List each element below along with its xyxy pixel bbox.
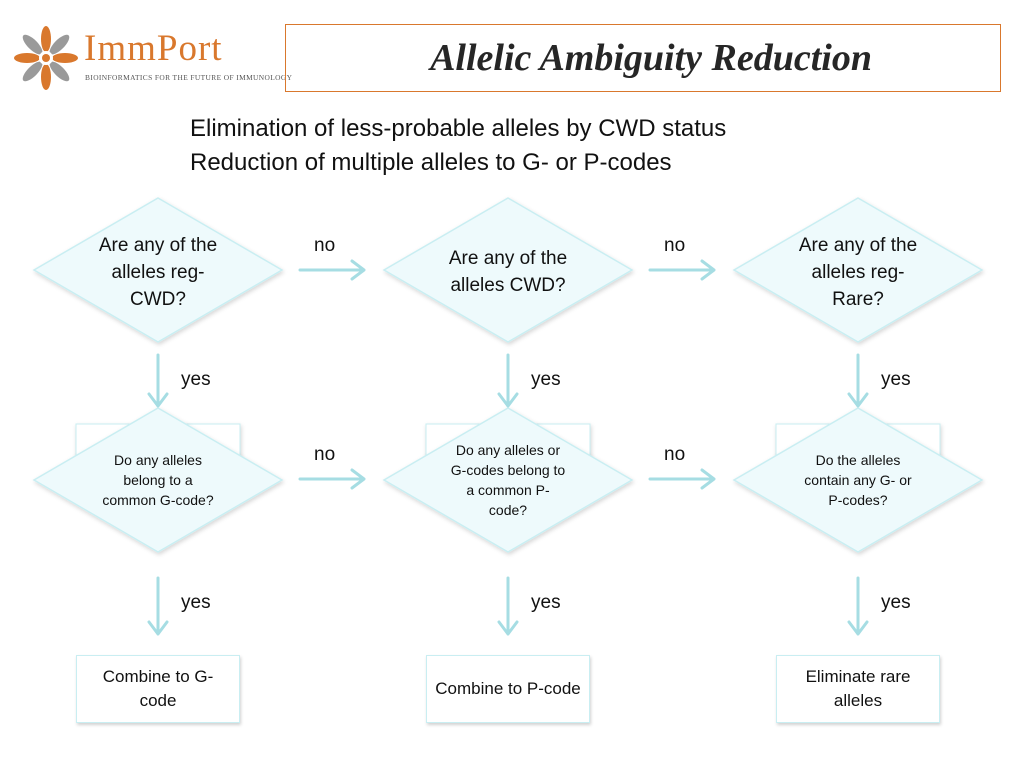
question-reg-rare: Are any of the alleles reg-Rare? bbox=[798, 234, 918, 310]
edge-label-yes: yes bbox=[181, 369, 211, 390]
question-common-p-code: Do any alleles or G-codes belong to a co… bbox=[450, 442, 566, 518]
decision-diamond-reg-rare bbox=[732, 197, 984, 343]
question-common-g-code: Do any alleles belong to a common G-code… bbox=[102, 452, 214, 508]
edge-label-yes: yes bbox=[881, 592, 911, 613]
edge-label-no: no bbox=[664, 444, 686, 465]
question-reg-cwd: Are any of the alleles reg-CWD? bbox=[98, 234, 218, 310]
result-combine-p-code: Combine to P-code bbox=[426, 655, 590, 723]
decision-diamond-common-g-code bbox=[32, 407, 284, 553]
arrow-no-top-1 bbox=[298, 259, 366, 281]
immport-logo: ImmPort Bioinformatics For The Future of… bbox=[14, 24, 292, 92]
edge-label-yes: yes bbox=[881, 369, 911, 390]
arrow-no-mid-2 bbox=[648, 468, 716, 490]
question-cwd: Are any of the alleles CWD? bbox=[448, 248, 568, 296]
title-box: Allelic Ambiguity Reduction bbox=[285, 24, 1001, 92]
arrow-yes-top-2 bbox=[497, 353, 519, 408]
arrow-yes-top-1 bbox=[147, 353, 169, 408]
result-combine-g-code: Combine to G-code bbox=[76, 655, 240, 723]
edge-label-no: no bbox=[314, 444, 336, 465]
edge-label-yes: yes bbox=[531, 369, 561, 390]
decision-diamond-reg-cwd bbox=[32, 197, 284, 343]
arrow-yes-top-3 bbox=[847, 353, 869, 408]
arrow-yes-mid-3 bbox=[847, 576, 869, 636]
immport-star-icon bbox=[14, 26, 78, 90]
decision-diamond-contain-gp-codes bbox=[732, 407, 984, 553]
result-label: Combine to G-code bbox=[102, 667, 214, 710]
edge-label-yes: yes bbox=[531, 592, 561, 613]
result-label: Eliminate rare alleles bbox=[805, 667, 911, 710]
arrow-yes-mid-1 bbox=[147, 576, 169, 636]
result-label: Combine to P-code bbox=[435, 679, 581, 698]
edge-label-no: no bbox=[664, 235, 686, 256]
logo-wordmark: ImmPort bbox=[84, 28, 223, 69]
logo-tagline: Bioinformatics For The Future of Immunol… bbox=[85, 73, 293, 82]
result-eliminate-rare: Eliminate rare alleles bbox=[776, 655, 940, 723]
arrow-no-top-2 bbox=[648, 259, 716, 281]
question-contain-gp-codes: Do the alleles contain any G- or P-codes… bbox=[804, 452, 912, 508]
decision-diamond-common-p-code bbox=[382, 407, 634, 553]
edge-label-yes: yes bbox=[181, 592, 211, 613]
decision-diamond-cwd bbox=[382, 197, 634, 343]
subtitle-line-1: Elimination of less-probable alleles by … bbox=[190, 115, 727, 142]
subtitle-line-2: Reduction of multiple alleles to G- or P… bbox=[190, 149, 672, 176]
page-title: Allelic Ambiguity Reduction bbox=[430, 37, 872, 79]
arrow-yes-mid-2 bbox=[497, 576, 519, 636]
arrow-no-mid-1 bbox=[298, 468, 366, 490]
edge-label-no: no bbox=[314, 235, 336, 256]
